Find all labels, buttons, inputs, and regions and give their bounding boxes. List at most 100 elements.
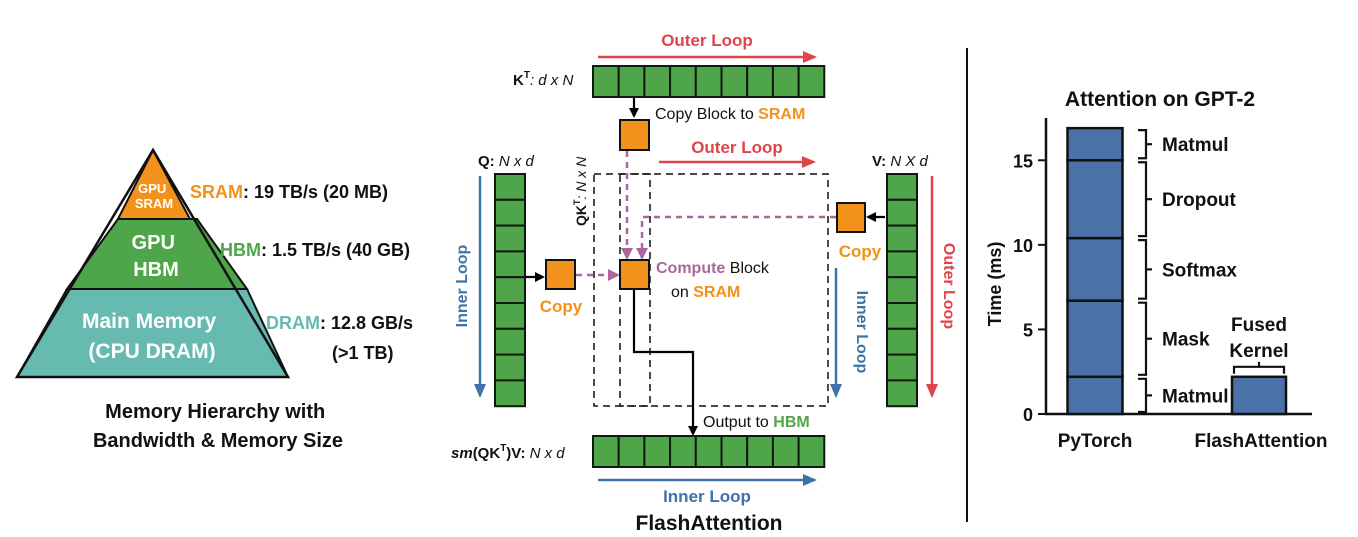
segment-label: Dropout [1162, 190, 1237, 211]
memory-pyramid: GPU SRAM GPU HBM Main Memory (CPU DRAM) … [14, 147, 413, 452]
pyramid-dram-layer [15, 288, 290, 378]
copy-left-label: Copy [540, 297, 583, 316]
copy-right-label: Copy [839, 242, 882, 261]
segment-label: Matmul [1162, 135, 1229, 156]
flashattention-caption: FlashAttention [636, 512, 783, 535]
copy-block-label: Copy Block to SRAM [655, 106, 805, 123]
q-cell [494, 198, 526, 227]
kt-cell [617, 65, 646, 98]
pyramid-dram-label: Main Memory (CPU DRAM) [82, 310, 222, 363]
bar-segment [1230, 375, 1288, 416]
segment-label: Matmul [1162, 386, 1229, 407]
kt-cell [694, 65, 723, 98]
inner-loop-bottom-label: Inner Loop [663, 487, 751, 506]
kt-label: KT: d x N [513, 70, 573, 89]
bar-segment [1066, 375, 1124, 416]
output-to-hbm-label: Output to HBM [703, 414, 810, 431]
pyramid-hbm-label: GPU HBM [132, 232, 181, 281]
output-label: sm(QKT)V: N x d [451, 443, 565, 462]
output-cell [771, 435, 800, 468]
y-tick-label: 5 [1023, 320, 1033, 340]
segment-bracket [1232, 365, 1286, 374]
pyramid-caption: Memory Hierarchy with Bandwidth & Memory… [93, 401, 343, 452]
output-matrix [592, 435, 826, 468]
kt-cell [643, 65, 672, 98]
kt-cell [771, 65, 800, 98]
qkt-matrix-outline [593, 173, 829, 407]
output-cell [669, 435, 697, 468]
pyramid-sram-layer [116, 147, 192, 220]
q-cell [494, 224, 526, 253]
dram-spec: DRAM: 12.8 GB/s [266, 313, 413, 333]
kt-cell [720, 65, 749, 98]
sram-block-q [545, 259, 576, 290]
hbm-spec: HBM: 1.5 TB/s (40 GB) [220, 240, 410, 260]
v-cell [886, 224, 918, 253]
output-cell [592, 435, 620, 468]
outer-loop-right-label: Outer Loop [940, 243, 957, 329]
output-cell [797, 435, 826, 468]
q-cell [494, 302, 526, 330]
v-cell [886, 173, 918, 201]
q-cell [494, 250, 526, 279]
dram-spec-size: (>1 TB) [332, 343, 394, 363]
category-label: FlashAttention [1195, 431, 1328, 452]
bar-segment [1066, 236, 1124, 302]
compute-block-label: Compute Block [656, 260, 770, 277]
bar-segment [1066, 126, 1124, 162]
v-label: V: N X d [872, 153, 929, 170]
output-cell [694, 435, 723, 468]
y-tick-label: 10 [1013, 236, 1033, 256]
segment-bracket [1138, 301, 1148, 376]
kt-cell [669, 65, 697, 98]
y-axis-label: Time (ms) [985, 242, 1005, 327]
bar-segment [1066, 299, 1124, 379]
v-cell [886, 198, 918, 227]
flashattention-diagram: Outer Loop KT: d x N Copy Block to SRAM … [451, 31, 957, 535]
y-tick-label: 15 [1013, 151, 1033, 171]
output-cell [617, 435, 646, 468]
compute-on-sram-label: on SRAM [671, 284, 740, 301]
q-cell [494, 353, 526, 382]
q-label: Q: N x d [478, 153, 535, 170]
bar-segment [1066, 159, 1124, 240]
v-cell [886, 327, 918, 356]
v-cell [886, 379, 918, 408]
kt-cell [592, 65, 620, 98]
v-cell [886, 276, 918, 305]
compute-block [619, 259, 650, 290]
q-matrix [494, 173, 526, 408]
v-cell [886, 302, 918, 330]
segment-bracket [1138, 377, 1148, 414]
output-cell [643, 435, 672, 468]
inner-loop-right-label: Inner Loop [853, 291, 870, 374]
inner-loop-left-label: Inner Loop [454, 244, 471, 327]
chart-title: Attention on GPT-2 [1065, 88, 1255, 111]
v-cell [886, 353, 918, 382]
q-cell [494, 173, 526, 201]
segment-label: Mask [1162, 330, 1210, 351]
outer-loop-mid-label: Outer Loop [691, 138, 783, 157]
kt-cell [797, 65, 826, 98]
outer-loop-top-label: Outer Loop [661, 31, 753, 50]
kt-cell [746, 65, 774, 98]
q-cell [494, 276, 526, 305]
segment-bracket [1138, 161, 1148, 238]
sram-block-v [836, 202, 866, 233]
v-matrix [886, 173, 918, 408]
output-cell [746, 435, 774, 468]
v-cell [886, 250, 918, 279]
kt-matrix [592, 65, 826, 98]
sram-block-k [619, 119, 650, 151]
segment-bracket [1138, 129, 1148, 160]
q-cell [494, 379, 526, 408]
q-cell [494, 327, 526, 356]
output-cell [720, 435, 749, 468]
segment-label: Softmax [1162, 260, 1237, 281]
sram-spec: SRAM: 19 TB/s (20 MB) [190, 182, 388, 202]
pyramid-sram-label: GPU SRAM [135, 181, 173, 211]
qkt-label: QKT: N x N [572, 156, 589, 226]
